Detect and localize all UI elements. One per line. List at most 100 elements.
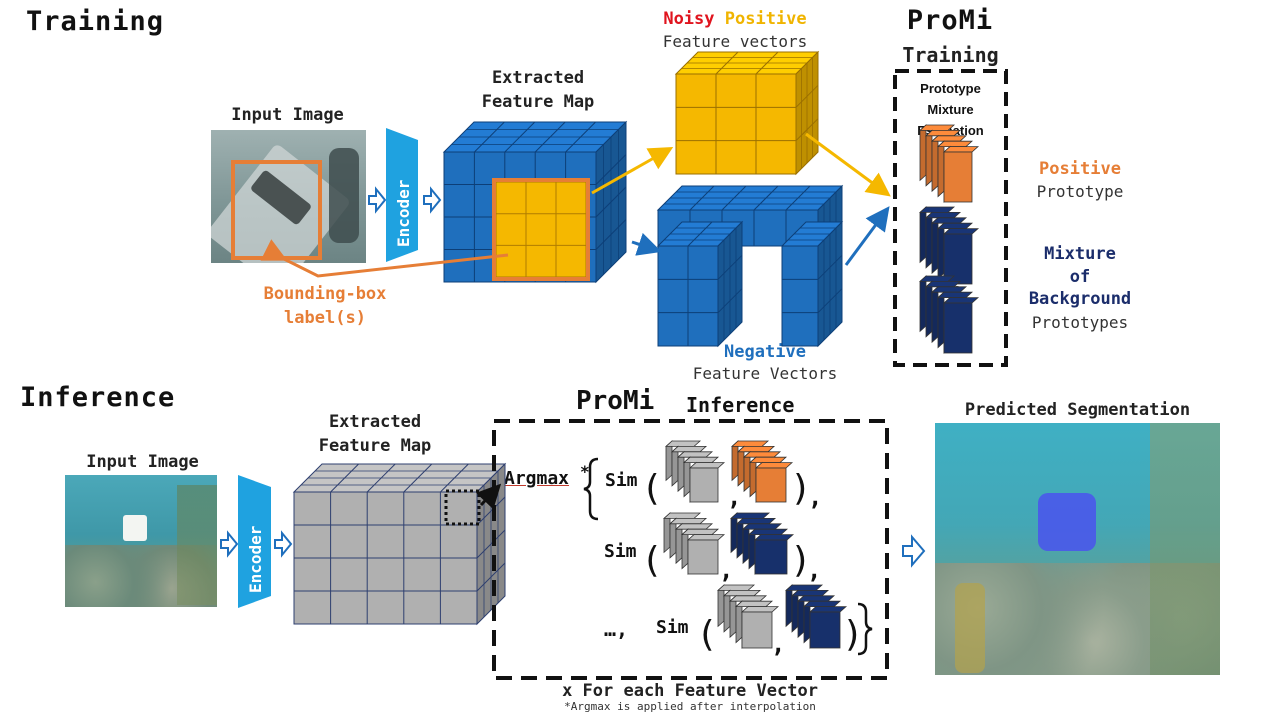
left-brace: [583, 457, 599, 521]
segmentation-mask: [1038, 493, 1096, 551]
mixture-of-background-label: Mixture of Background: [1010, 243, 1150, 311]
argmax-text: Argmax: [504, 468, 570, 489]
comma-1a: ,: [727, 483, 741, 511]
negative-to-promi-arrow: [844, 206, 890, 266]
background-prototype-vector-n: [784, 584, 848, 649]
positive-prototype-label: Prototype: [1036, 182, 1124, 201]
positive-word: Positive: [724, 9, 807, 29]
training-encoder-label: Encoder: [394, 180, 413, 247]
inference-input-image-label: Input Image: [86, 452, 199, 472]
positive-vectors-label: Feature vectors: [662, 32, 808, 51]
comma-2a: ,: [719, 556, 733, 584]
inference-encoder: [238, 475, 271, 608]
negative-word: Negative: [724, 342, 806, 362]
hollow-arrow-2: [423, 186, 442, 214]
background-prototype-vector-1: [729, 512, 795, 575]
argmax-footnote: *Argmax is applied after interpolation: [564, 700, 816, 713]
bbox-arrow: [260, 239, 509, 278]
training-encoder: [386, 128, 418, 262]
argmax-star: *: [580, 462, 590, 481]
background-prototypes-label: Prototypes: [1031, 313, 1129, 332]
hollow-arrow-5: [902, 534, 926, 568]
box-title-line2: Mixture: [927, 102, 974, 117]
box-title-line1: Prototype: [920, 81, 981, 96]
noisy-positive-heading: Noisy Positive: [625, 7, 845, 31]
inference-input-photo: [65, 475, 217, 607]
paren-close-2: ): [790, 540, 812, 581]
feature-map-label-line1: Extracted: [491, 68, 585, 88]
query-vector-1: [664, 440, 726, 503]
sim-text-3: Sim: [656, 617, 689, 638]
bbox-label: Bounding-box label(s): [225, 282, 425, 330]
negative-arrow: [631, 232, 662, 256]
bbox-label-line2: label(s): [284, 308, 366, 328]
inference-feature-map: [292, 462, 507, 626]
selected-vector-arrow: [475, 483, 502, 510]
bbox-rect: [231, 160, 322, 260]
seagrass-shape: [177, 485, 217, 605]
hollow-arrow-4: [274, 530, 293, 558]
sim-text-2: Sim: [604, 541, 637, 562]
query-vector-2: [662, 512, 726, 575]
diver-shape: [329, 148, 359, 243]
ellipsis-text: …,: [604, 617, 629, 641]
paren-open-1: (: [641, 468, 663, 509]
positive-prototype-vector: [730, 440, 794, 503]
promi-training-title: ProMi: [906, 5, 994, 36]
robot-shape-small: [123, 515, 147, 541]
training-feature-map-cube: [442, 120, 628, 284]
positive-feature-cube: [674, 50, 820, 176]
comma-1b: ,: [808, 483, 822, 511]
predicted-segmentation-photo: [935, 423, 1220, 675]
training-input-image-label: Input Image: [231, 105, 344, 125]
paren-close-1: ): [790, 468, 812, 509]
negative-feature-arch: [656, 184, 844, 348]
sim-text-1: Sim: [605, 470, 638, 491]
feature-map-label-line2: Feature Map: [481, 92, 595, 112]
promi-inference-subtitle: Inference: [686, 393, 795, 417]
inference-footer: x For each Feature Vector: [562, 681, 818, 701]
promi-training-subtitle: Training: [902, 43, 999, 67]
promi-inference-title: ProMi: [576, 386, 655, 416]
positive-prototype-word: Positive: [1039, 159, 1121, 179]
inference-feature-map-label: Extracted Feature Map: [275, 410, 475, 458]
arch-right-leg: [780, 220, 844, 348]
mixture-line3: Background: [1028, 289, 1132, 309]
inf-feature-map-line2: Feature Map: [318, 436, 432, 456]
positive-cube: [674, 50, 820, 176]
positive-arrow: [591, 147, 674, 195]
training-input-photo: [211, 130, 366, 263]
bbox-label-line1: Bounding-box: [263, 284, 387, 304]
predicted-segmentation-label: Predicted Segmentation: [964, 400, 1191, 420]
arch-left-leg: [656, 220, 744, 348]
training-section-title: Training: [26, 6, 165, 37]
inference-section-title: Inference: [20, 382, 176, 413]
hollow-arrow-1: [368, 186, 387, 214]
prototype-stack: [918, 124, 980, 354]
background-prototype-2: [918, 275, 980, 354]
comma-3a: ,: [771, 630, 785, 658]
formula-vectors: [662, 440, 848, 649]
comma-2b: ,: [807, 556, 821, 584]
negative-vectors-label: Feature Vectors: [692, 364, 838, 383]
paren-open-2: (: [641, 540, 663, 581]
noisy-word: Noisy: [663, 9, 715, 29]
paren-open-3: (: [696, 614, 718, 655]
mixture-line2: of: [1069, 266, 1091, 287]
background-prototype-1: [918, 206, 980, 285]
positive-patch: [495, 181, 587, 278]
right-brace: [857, 602, 873, 656]
positive-prototype: [918, 124, 980, 203]
training-feature-map-label: Extracted Feature Map: [438, 66, 638, 114]
patch-bbox: [492, 178, 590, 281]
seagrass-right: [1150, 423, 1220, 675]
positive-to-promi-arrow: [805, 132, 891, 197]
sponge-shape: [955, 583, 985, 673]
inf-feature-map-line1: Extracted: [328, 412, 422, 432]
paren-close-3: ): [842, 614, 864, 655]
mixture-line1: Mixture: [1044, 244, 1116, 264]
hollow-arrow-3: [220, 530, 239, 558]
promi-training-box: [893, 69, 1008, 367]
inference-feature-map-cube: [292, 462, 507, 626]
